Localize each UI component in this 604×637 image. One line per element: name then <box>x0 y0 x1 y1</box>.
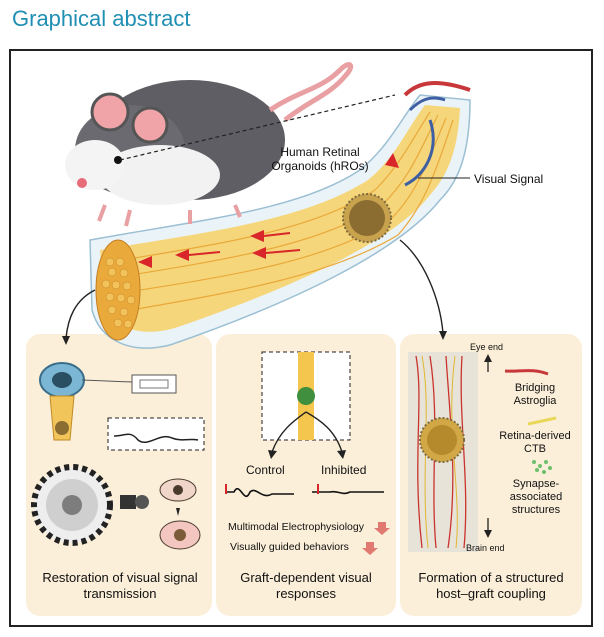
mouse-illustration <box>65 62 354 227</box>
behaviors-label: Visually guided behaviors <box>230 541 349 553</box>
panel3-caption: Formation of a structured host–graft cou… <box>418 570 564 601</box>
electrophys-label: Multimodal Electrophysiology <box>228 521 364 533</box>
panel-bg-2 <box>216 334 396 616</box>
signal-arrows <box>138 153 399 268</box>
inhibited-label: Inhibited <box>321 463 367 477</box>
down-arrow-electrophys <box>374 522 390 535</box>
down-arrow-behavior <box>362 542 378 555</box>
synapse-label: Synapse-associated structures <box>509 478 563 516</box>
brain-end-label: Brain end <box>466 543 505 553</box>
visual-signal-label: Visual Signal <box>474 172 544 186</box>
page-title: Graphical abstract <box>12 6 191 31</box>
panel2-caption: Graft-dependent visual responses <box>240 570 372 601</box>
panel2-nerve-diagram <box>225 351 390 555</box>
eye-end-label: Eye end <box>470 342 504 352</box>
bridging-astroglia-label: Bridging Astroglia <box>513 382 557 407</box>
control-label: Control <box>246 463 285 477</box>
hros-label: Human Retinal Organoids (hROs) <box>271 145 369 173</box>
panel1-caption: Restoration of visual signal transmissio… <box>42 570 198 601</box>
panel1-eye-setup <box>39 362 205 451</box>
panel1-optomotor-drum <box>31 464 201 550</box>
ctb-label: Retina-derived CTB <box>499 430 571 455</box>
panel3-tissue <box>408 352 557 552</box>
